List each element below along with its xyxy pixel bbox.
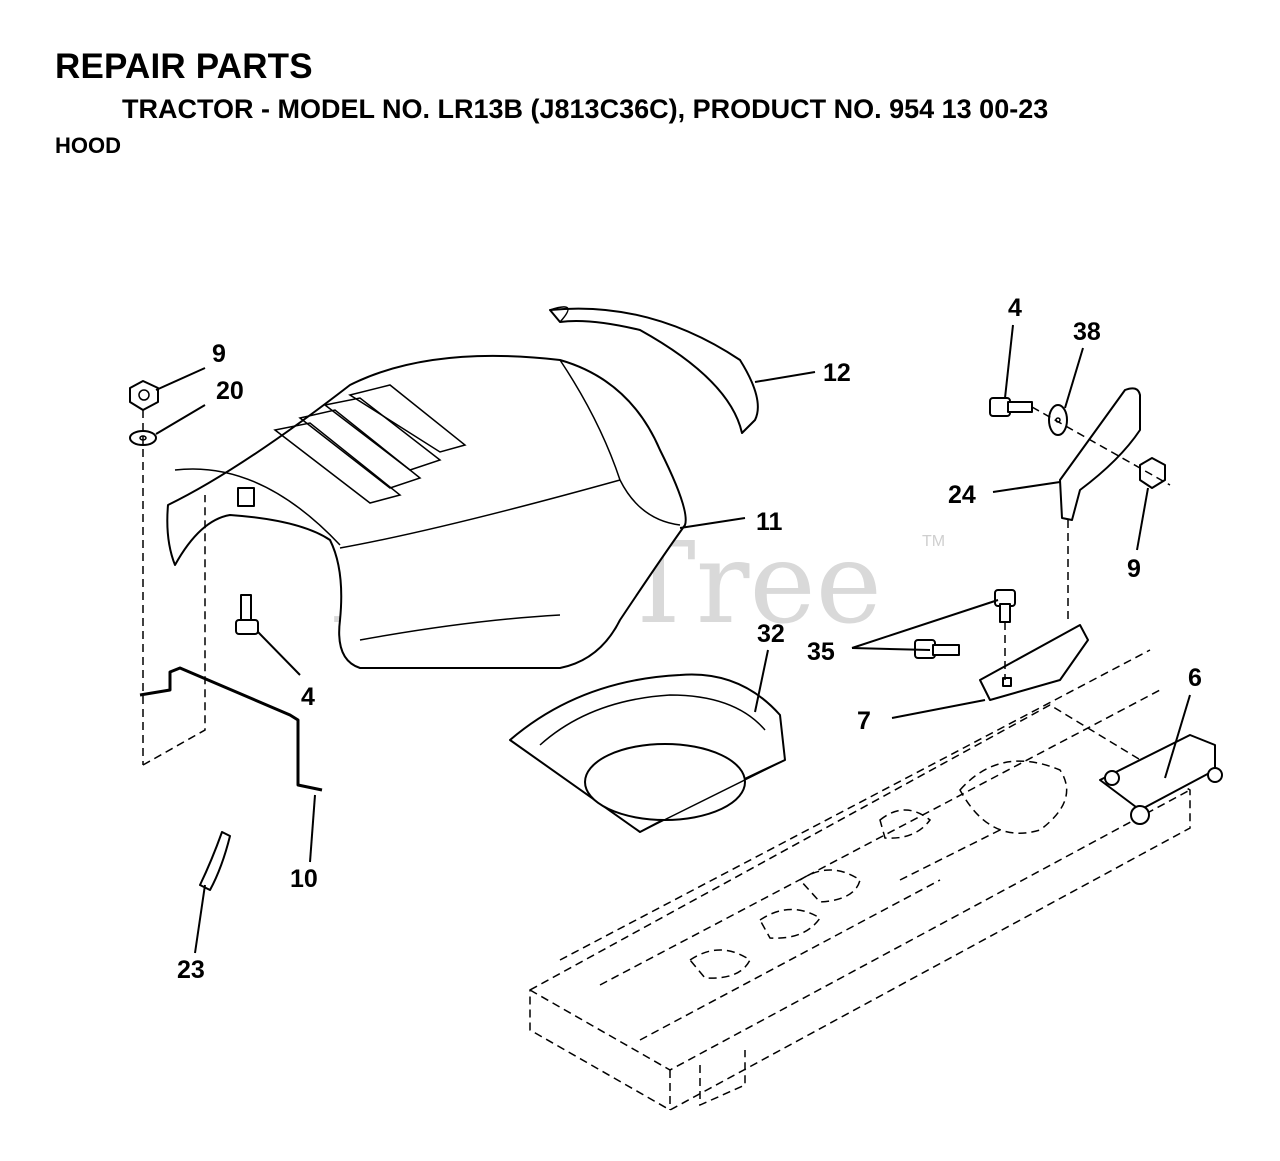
bolt-part-4-right	[989, 397, 1033, 417]
callout-11: 11	[756, 508, 783, 536]
dash-panel-32	[509, 673, 786, 833]
callout-9-right: 9	[1127, 555, 1141, 583]
page-title: REPAIR PARTS	[55, 47, 313, 86]
bracket-part-24	[1059, 387, 1141, 521]
callout-9-top: 9	[212, 340, 226, 368]
washer-part-38	[1048, 404, 1068, 436]
callout-7: 7	[857, 707, 871, 735]
section-label: HOOD	[55, 133, 121, 158]
callout-32: 32	[757, 620, 785, 648]
hood-rod-10	[139, 666, 323, 792]
hood-part-11	[166, 354, 687, 669]
watermark-trademark: TM	[922, 533, 945, 550]
alignment-lines	[142, 406, 1171, 766]
callout-10: 10	[290, 865, 318, 893]
nut-part-9-left	[129, 380, 159, 411]
callout-20: 20	[216, 377, 244, 405]
callout-12: 12	[823, 359, 851, 387]
callout-23: 23	[177, 956, 205, 984]
callout-38: 38	[1073, 318, 1101, 346]
leader-lines	[155, 324, 1191, 954]
callout-4-left: 4	[301, 683, 315, 711]
model-subtitle: TRACTOR - MODEL NO. LR13B (J813C36C), PR…	[122, 94, 1049, 124]
hood-bracket	[237, 487, 255, 507]
callout-24: 24	[948, 481, 976, 509]
bolts-part-35	[914, 589, 1016, 659]
nut-part-9-right	[1139, 457, 1166, 489]
callout-35: 35	[807, 638, 835, 666]
callout-4-right: 4	[1008, 294, 1022, 322]
tractor-frame	[529, 649, 1191, 1111]
hinge-part-6	[1099, 734, 1223, 825]
clip-part-23	[199, 831, 231, 891]
callout-6: 6	[1188, 664, 1202, 692]
bolt-part-4-left	[235, 594, 259, 635]
hood-trim-12	[549, 306, 759, 434]
support-part-7	[979, 624, 1089, 701]
